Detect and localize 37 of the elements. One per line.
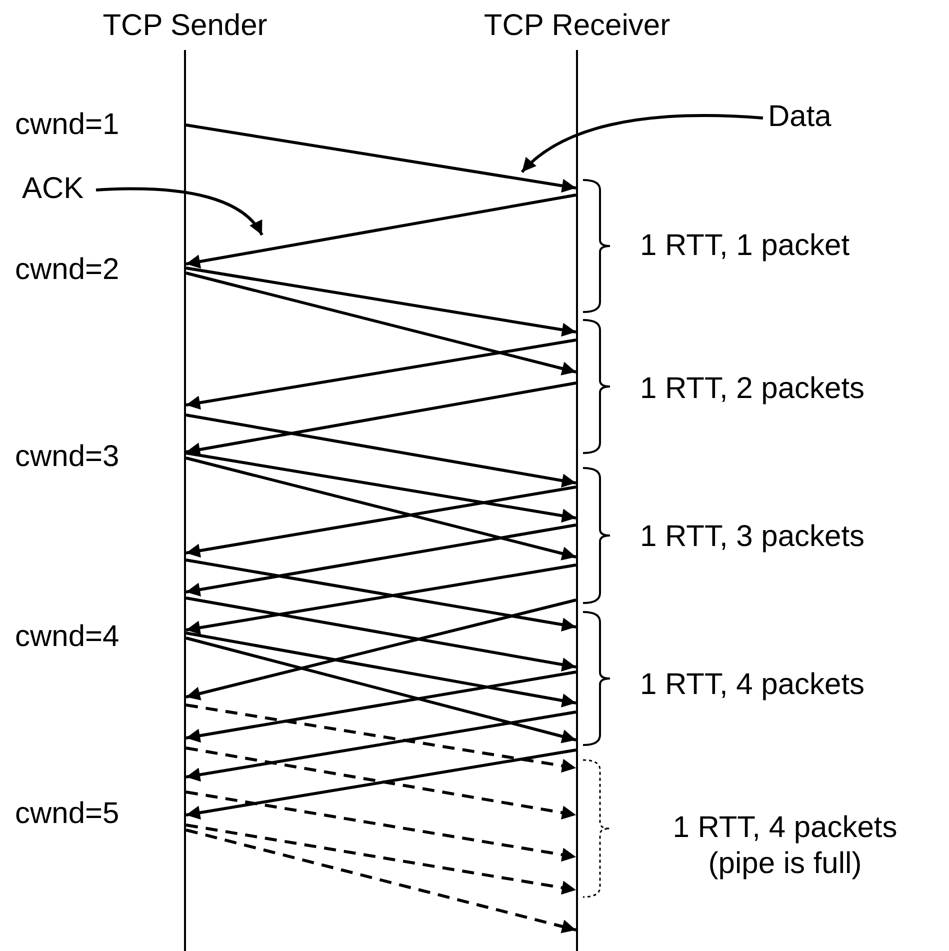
arrow: [186, 710, 576, 782]
callout-label: ACK: [22, 171, 84, 207]
lifeline-heading: TCP Receiver: [482, 8, 672, 44]
dashed-arrow: [186, 828, 576, 934]
arrow: [186, 272, 576, 376]
arrow: [186, 382, 576, 456]
rtt-label: 1 RTT, 1 packet: [640, 228, 850, 264]
arrow: [186, 194, 576, 268]
arrow: [186, 486, 576, 558]
arrow: [186, 452, 576, 523]
arrow: [186, 338, 576, 410]
leader-line: [96, 187, 264, 236]
arrow: [186, 596, 576, 672]
rtt-label: 1 RTT, 4 packets (pipe is full): [672, 810, 898, 882]
rtt-label: 1 RTT, 4 packets: [640, 667, 865, 703]
leader-line: [520, 114, 764, 174]
arrow: [186, 598, 576, 700]
arrow: [186, 456, 576, 560]
rtt-label: 1 RTT, 3 packets: [640, 519, 865, 555]
lifeline-heading: TCP Sender: [102, 8, 268, 44]
cwnd-label: cwnd=1: [15, 107, 120, 143]
rtt-label: 1 RTT, 2 packets: [640, 371, 865, 407]
cwnd-label: cwnd=3: [15, 439, 120, 475]
cwnd-label: cwnd=2: [15, 252, 120, 288]
arrow: [186, 124, 576, 193]
cwnd-label: cwnd=4: [15, 619, 120, 655]
cwnd-label: cwnd=5: [15, 796, 120, 832]
arrow: [186, 266, 576, 337]
callout-label: Data: [768, 99, 832, 135]
dashed-arrow: [186, 704, 576, 773]
arrow: [186, 636, 576, 744]
arrow: [186, 632, 576, 708]
arrow: [186, 670, 576, 743]
arrow: [186, 414, 576, 488]
arrow: [186, 524, 576, 597]
dashed-arrow: [186, 790, 576, 862]
dashed-arrow: [186, 824, 576, 895]
